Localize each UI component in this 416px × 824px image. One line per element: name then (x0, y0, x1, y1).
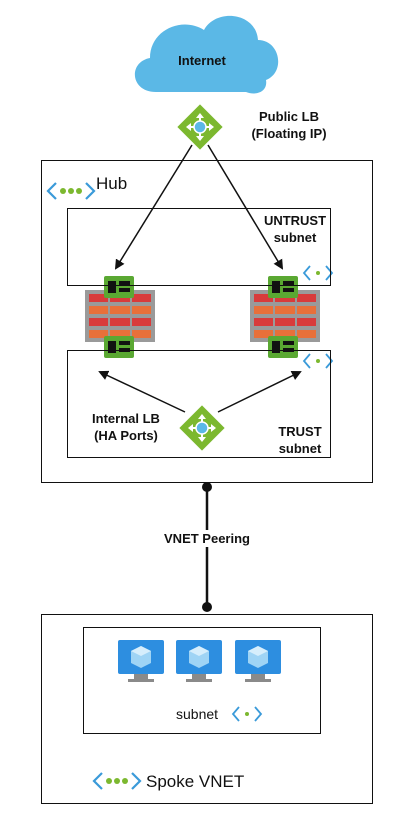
hub-label: Hub (96, 174, 128, 193)
nic-icon (268, 276, 298, 298)
untrust-subnet-box (67, 208, 331, 286)
arrow-intlb-to-fw2 (217, 371, 302, 413)
subnet-icon (231, 706, 263, 722)
trust-label-line2: subnet (278, 441, 322, 456)
internal-lb-label: Internal LB (HA Ports) (80, 410, 172, 444)
nic-icon (104, 276, 134, 298)
spoke-subnet-box (83, 627, 321, 734)
trust-label-line1: TRUST (278, 424, 322, 439)
internet-label: Internet (178, 53, 226, 68)
subnet-icon (302, 353, 334, 369)
arrow-publb-to-fw1 (114, 144, 193, 270)
virtual-machine-icon (235, 640, 281, 682)
untrust-label-line1: UNTRUST (263, 213, 327, 228)
vnet-peering-label: VNET Peering (150, 530, 264, 547)
public-lb-label: Public LB (Floating IP) (234, 108, 344, 142)
spoke-vnet-box (41, 614, 373, 804)
untrust-label-line2: subnet (273, 230, 317, 245)
hub-vnet-box (41, 160, 373, 483)
trust-label: TRUST subnet (270, 423, 330, 457)
virtual-machine-icon (118, 640, 164, 682)
subnet-icon (302, 265, 334, 281)
spoke-subnet-label: subnet (176, 706, 219, 722)
vnet-icon (46, 182, 96, 200)
public-lb-label-line1: Public LB (259, 109, 319, 124)
vnet-icon (92, 772, 142, 790)
peering-endpoint (202, 482, 212, 492)
public-lb-icon (177, 104, 223, 150)
internal-lb-label-line2: (HA Ports) (94, 428, 158, 443)
peering-endpoint (202, 602, 212, 612)
trust-subnet-box (67, 350, 331, 458)
untrust-label: UNTRUST subnet (258, 212, 332, 246)
arrow-intlb-to-fw1 (98, 370, 186, 413)
internal-lb-label-line1: Internal LB (92, 411, 160, 426)
public-lb-label-line2: (Floating IP) (251, 126, 327, 141)
arrow-publb-to-fw2 (207, 144, 284, 270)
spoke-vnet-label: Spoke VNET (146, 772, 245, 791)
virtual-machine-icon (176, 640, 222, 682)
cloud-icon (134, 15, 279, 94)
